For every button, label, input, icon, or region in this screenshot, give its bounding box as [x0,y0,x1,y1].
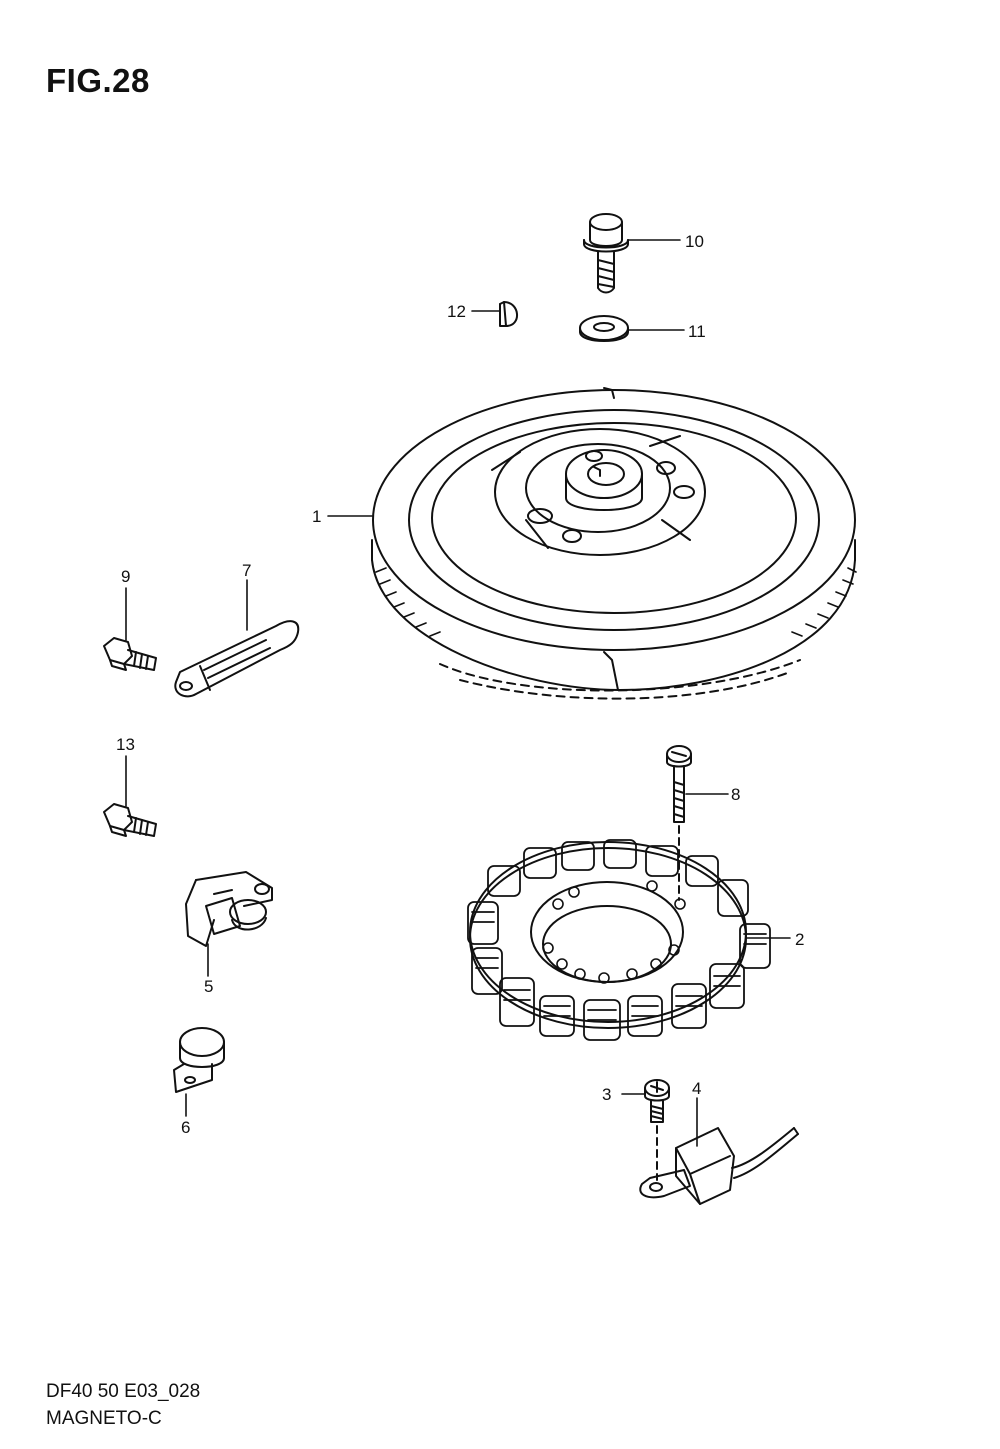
callout-10: 10 [685,232,704,251]
callout-labels: 1 2 3 4 5 6 7 8 9 10 11 12 13 [116,232,804,1137]
callout-6: 6 [181,1118,190,1137]
sensor-part-5 [185,871,273,947]
stator-coils [467,839,771,1041]
key-part-12 [499,301,518,327]
figure-code: DF40 50 E03_028 [46,1381,201,1402]
callout-2: 2 [795,930,804,949]
callout-8: 8 [731,785,740,804]
stator-part [467,839,771,1041]
callout-11: 11 [688,322,706,341]
clamp-part-6 [173,1027,225,1093]
callout-3: 3 [602,1085,611,1104]
stator-holes [542,880,686,984]
callout-13: 13 [116,735,135,754]
callout-1: 1 [312,507,321,526]
callout-4: 4 [692,1079,701,1098]
ring-gear-teeth [375,567,857,637]
flywheel-part [371,387,857,700]
bracket-part-7 [174,620,300,698]
callout-12: 12 [447,302,466,321]
figure-title: FIG.28 [46,62,150,99]
figure-name: MAGNETO-C [46,1408,162,1429]
bolt-part-10 [583,213,629,294]
bolt-part-9 [103,637,157,671]
screw-part-3 [644,1079,670,1181]
callout-7: 7 [242,561,251,580]
bolt-part-13 [103,803,157,837]
screw-part-8 [666,745,692,901]
callout-5: 5 [204,977,213,996]
leader-lines [125,239,791,1147]
callout-9: 9 [121,567,130,586]
washer-part-11 [579,315,629,342]
pulser-coil-part [639,1127,799,1205]
